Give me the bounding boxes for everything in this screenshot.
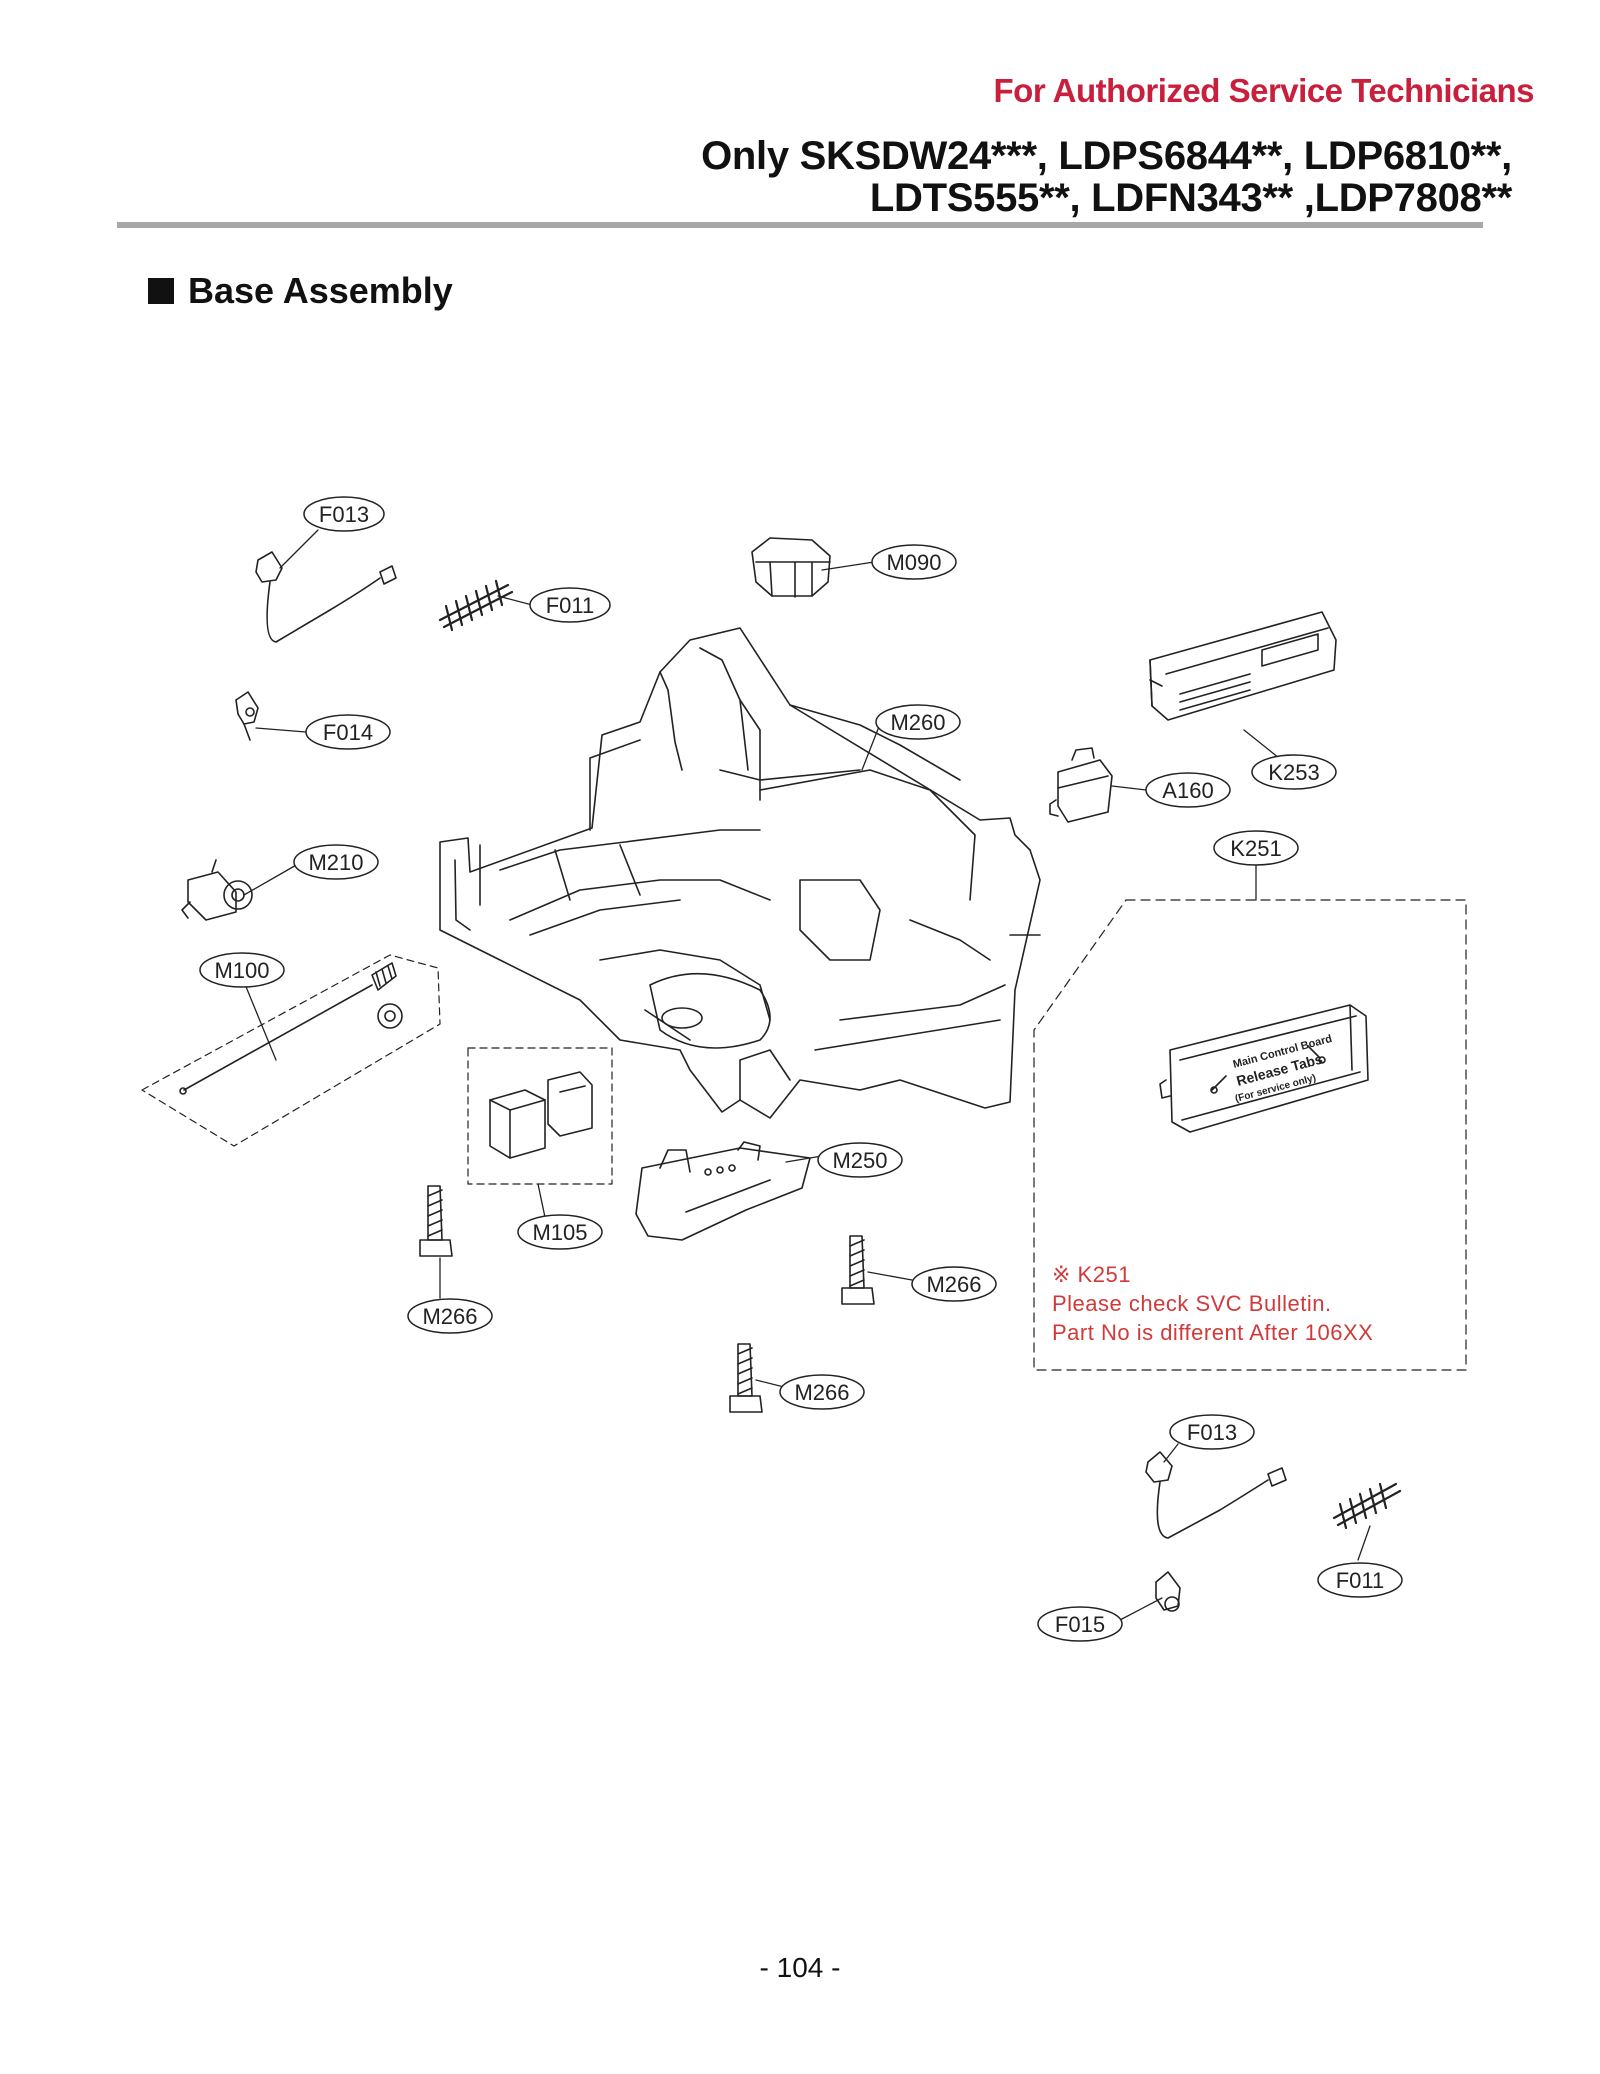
callout-m250-text: M250 [832, 1148, 887, 1173]
callout-a160-text: A160 [1162, 778, 1213, 803]
note-line-2: Please check SVC Bulletin. [1052, 1291, 1332, 1316]
f013-switch-bottom [1145, 1451, 1287, 1539]
callout-f015-text: F015 [1055, 1612, 1105, 1637]
m100-rod-assembly [141, 954, 441, 1147]
header-rule [117, 222, 1483, 228]
m266-screw-bottom [729, 1343, 763, 1413]
callout-f013-bottom: F013 [1169, 1414, 1255, 1450]
page-number: - 104 - [759, 1952, 841, 1983]
callout-m266-bottom: M266 [779, 1374, 865, 1410]
callout-m090: M090 [871, 544, 957, 580]
f015-switch [1155, 1571, 1181, 1612]
callout-m266-mid-text: M266 [926, 1272, 981, 1297]
callout-m100-text: M100 [214, 958, 269, 983]
callout-k251-text: K251 [1230, 836, 1281, 861]
callout-k253-text: K253 [1268, 760, 1319, 785]
callout-f015: F015 [1037, 1606, 1123, 1642]
callout-f014-text: F014 [323, 720, 373, 745]
callout-m100: M100 [199, 952, 285, 988]
m105-part [467, 1047, 613, 1185]
callout-m266-mid: M266 [911, 1266, 997, 1302]
callout-f014: F014 [305, 714, 391, 750]
f013-switch-top [255, 551, 397, 643]
callout-m090-text: M090 [886, 550, 941, 575]
k251-dashed-region [1033, 899, 1467, 1371]
section-title: Base Assembly [148, 270, 453, 312]
callout-m210-text: M210 [308, 850, 363, 875]
note-line-1: ※ K251 [1052, 1262, 1131, 1287]
callout-f011-top-text: F011 [546, 593, 595, 618]
model-list-line-1: Only SKSDW24***, LDPS6844**, LDP6810**, [701, 134, 1512, 178]
callout-m105-text: M105 [532, 1220, 587, 1245]
m210-valve [181, 859, 253, 921]
callout-k253: K253 [1251, 754, 1337, 790]
f011-spring-bottom [1332, 1482, 1402, 1530]
m266-screw-left [419, 1185, 453, 1257]
m090-part [751, 537, 831, 598]
authorized-technicians-label: For Authorized Service Technicians [993, 72, 1535, 109]
callout-m250: M250 [817, 1142, 903, 1178]
a160-part [1049, 747, 1113, 823]
callout-f011-bottom-text: F011 [1336, 1568, 1385, 1593]
note-line-3: Part No is different After 106XX [1052, 1320, 1374, 1345]
model-list-line-2: LDTS555**, LDFN343** ,LDP7808** [869, 176, 1512, 220]
square-bullet-icon [148, 278, 174, 304]
leader-lines [239, 529, 1371, 1621]
callout-f011-top: F011 [529, 587, 611, 623]
callout-m210: M210 [293, 844, 379, 880]
callout-m260: M260 [875, 704, 961, 740]
callout-m105: M105 [517, 1214, 603, 1250]
main-control-board [1159, 1004, 1369, 1133]
callout-f011-bottom: F011 [1317, 1562, 1403, 1598]
callout-f013-top: F013 [303, 496, 385, 532]
f011-spring-top [438, 579, 514, 632]
callout-labels: F013 F011 M090 F014 M260 K253 A160 K251 [199, 496, 1403, 1642]
callout-f013-top-text: F013 [319, 502, 369, 527]
callout-f013-bottom-text: F013 [1187, 1420, 1237, 1445]
callout-k251: K251 [1213, 830, 1299, 866]
m266-screw-mid [841, 1235, 875, 1305]
k253-panel [1149, 611, 1337, 721]
section-title-text: Base Assembly [188, 270, 453, 311]
callout-a160: A160 [1145, 772, 1231, 808]
callout-m266-bottom-text: M266 [794, 1380, 849, 1405]
m250-part [635, 1141, 811, 1241]
callout-m266-left: M266 [407, 1298, 493, 1334]
k251-service-note: ※ K251 Please check SVC Bulletin. Part N… [1052, 1260, 1373, 1347]
f014-switch [235, 691, 259, 741]
base-tub-part [439, 627, 1041, 1119]
callout-m260-text: M260 [890, 710, 945, 735]
callout-m266-left-text: M266 [422, 1304, 477, 1329]
